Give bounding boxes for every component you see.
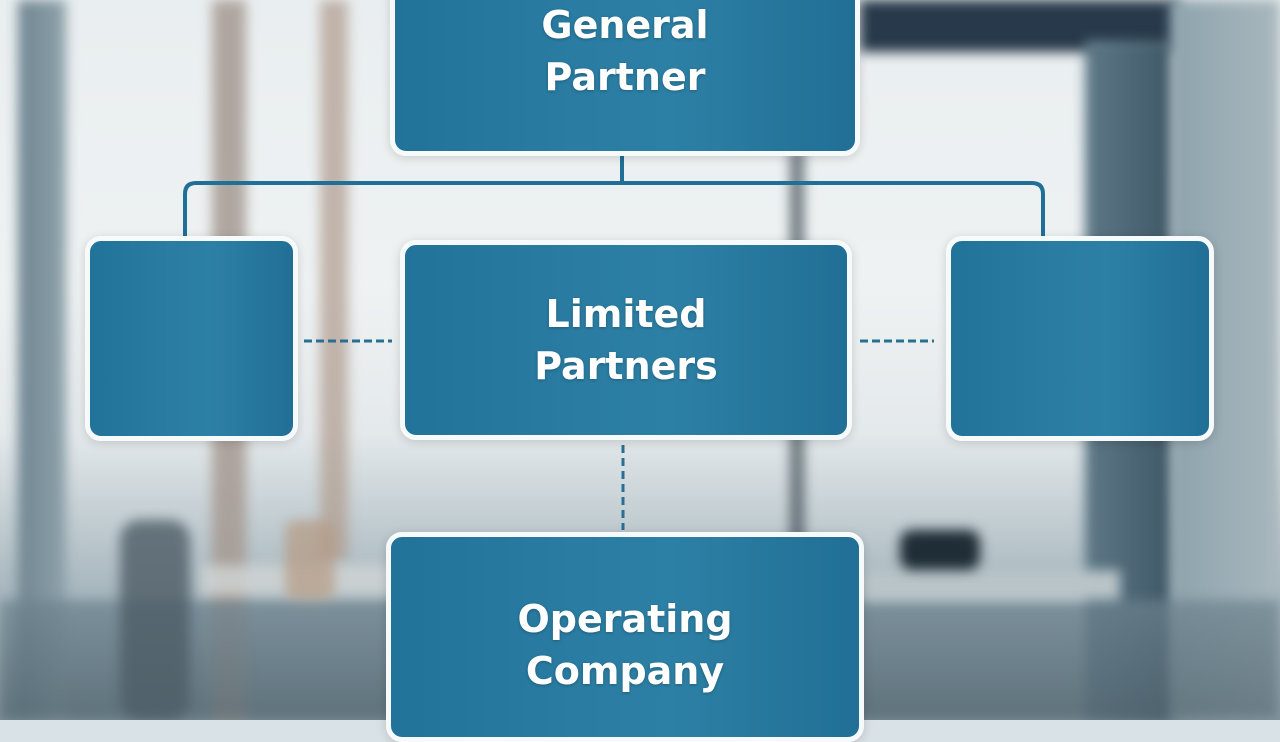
general-partner-label-line2: Partner <box>544 55 706 99</box>
general-partner-box: General Partner <box>390 0 860 156</box>
limited-partners-label-line2: Partners <box>534 344 718 388</box>
left-entity-box <box>85 236 298 441</box>
operating-company-label-line1: Operating <box>517 597 733 641</box>
operating-company-label-line2: Company <box>525 649 725 693</box>
general-partner-label-line1: General <box>541 3 709 47</box>
limited-partners-box: Limited Partners <box>400 240 852 440</box>
right-entity-box <box>946 236 1214 441</box>
gp-bracket-connector <box>183 181 1045 236</box>
operating-company-box: Operating Company <box>386 532 864 742</box>
limited-partners-label-line1: Limited <box>545 292 707 336</box>
connector-lines <box>183 156 1045 530</box>
